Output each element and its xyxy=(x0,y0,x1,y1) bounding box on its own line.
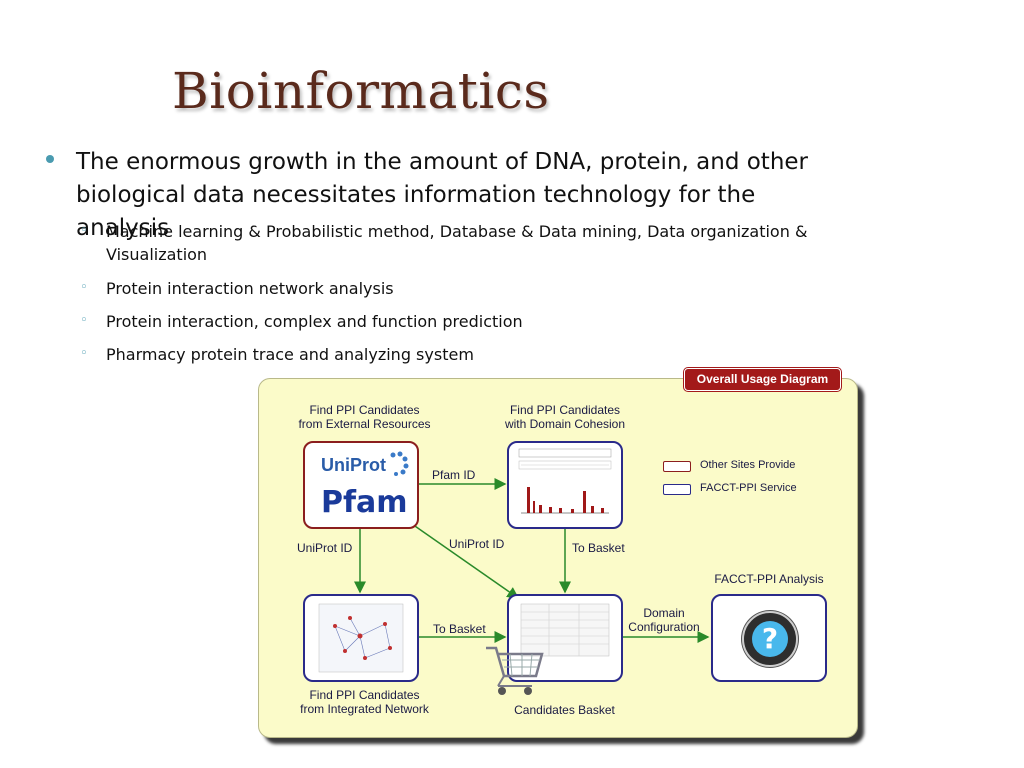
basket-table-thumbnail xyxy=(520,603,610,657)
candidates-basket-label: Candidates Basket xyxy=(514,703,615,717)
sub-bullet-marker: ◦ xyxy=(80,223,88,238)
uniprot-logo-uni: Uni xyxy=(321,455,350,475)
external-resources-label: Find PPI Candidates from External Resour… xyxy=(282,403,447,431)
sub-bullet-text: Protein interaction, complex and functio… xyxy=(106,312,523,331)
to-basket-left-label: To Basket xyxy=(433,622,486,636)
external-resources-label-line1: Find PPI Candidates xyxy=(309,403,420,417)
domain-cohesion-label-line1: Find PPI Candidates xyxy=(509,403,621,417)
network-graph-thumbnail xyxy=(318,603,404,673)
sub-bullet-marker: ◦ xyxy=(80,313,88,328)
uniprot-pfam-box[interactable]: UniProt Pfam xyxy=(303,441,419,529)
bullet-dot xyxy=(46,155,54,163)
facct-ppi-analysis-label: FACCT-PPI Analysis xyxy=(714,572,824,586)
shopping-cart-icon xyxy=(486,646,544,695)
sub-bullet-marker: ◦ xyxy=(80,346,88,361)
facct-ppi-analysis-box[interactable]: ? xyxy=(711,594,827,682)
domain-cohesion-box[interactable] xyxy=(507,441,623,529)
sub-bullet: ◦ Pharmacy protein trace and analyzing s… xyxy=(80,343,820,366)
question-mark: ? xyxy=(752,621,788,657)
sub-bullet-text: Protein interaction network analysis xyxy=(106,279,394,298)
to-basket-right-label: To Basket xyxy=(572,541,625,555)
pfam-logo: Pfam xyxy=(321,485,408,520)
uniprot-dots-icon xyxy=(390,451,409,476)
domain-cohesion-label: Find PPI Candidates with Domain Cohesion xyxy=(485,403,645,431)
uniprot-id-left-label: UniProt ID xyxy=(297,541,353,555)
help-icon: ? xyxy=(742,611,798,667)
legend-red-swatch xyxy=(663,461,691,472)
domain-configuration-line2: Configuration xyxy=(628,620,700,634)
legend-red-label: Other Sites Provide xyxy=(700,459,796,471)
domain-configuration-label: Domain Configuration xyxy=(624,606,704,634)
arrow-uniprot-diagonal xyxy=(411,523,520,599)
uniprot-logo: UniProt xyxy=(321,455,386,476)
domain-chart-thumbnail xyxy=(518,448,612,514)
domain-cohesion-label-line2: with Domain Cohesion xyxy=(504,417,626,431)
slide-title: Bioinformatics xyxy=(172,62,550,120)
integrated-network-box[interactable] xyxy=(303,594,419,682)
sub-bullet: ◦ Protein interaction, complex and funct… xyxy=(80,310,820,333)
uniprot-id-diagonal-label: UniProt ID xyxy=(449,537,505,551)
sub-bullet-marker: ◦ xyxy=(80,280,88,295)
integrated-network-label-line2: from Integrated Network xyxy=(300,702,429,716)
main-bullet-text: The enormous growth in the amount of DNA… xyxy=(76,149,809,241)
sub-bullet-text: Machine learning & Probabilistic method,… xyxy=(106,222,808,264)
integrated-network-label: Find PPI Candidates from Integrated Netw… xyxy=(282,688,447,716)
legend-blue-label: FACCT-PPI Service xyxy=(700,482,797,494)
domain-configuration-line1: Domain xyxy=(643,606,685,620)
sub-bullet: ◦ Machine learning & Probabilistic metho… xyxy=(80,220,820,266)
legend-blue-swatch xyxy=(663,484,691,495)
pfam-id-label: Pfam ID xyxy=(432,468,476,482)
overall-usage-diagram-tag: Overall Usage Diagram xyxy=(684,368,841,391)
external-resources-label-line2: from External Resources xyxy=(298,417,431,431)
main-bullet: The enormous growth in the amount of DNA… xyxy=(46,146,846,245)
uniprot-logo-prot: Prot xyxy=(350,455,386,475)
integrated-network-label-line1: Find PPI Candidates xyxy=(309,688,420,702)
sub-bullet: ◦ Protein interaction network analysis xyxy=(80,277,820,300)
sub-bullet-text: Pharmacy protein trace and analyzing sys… xyxy=(106,345,474,364)
